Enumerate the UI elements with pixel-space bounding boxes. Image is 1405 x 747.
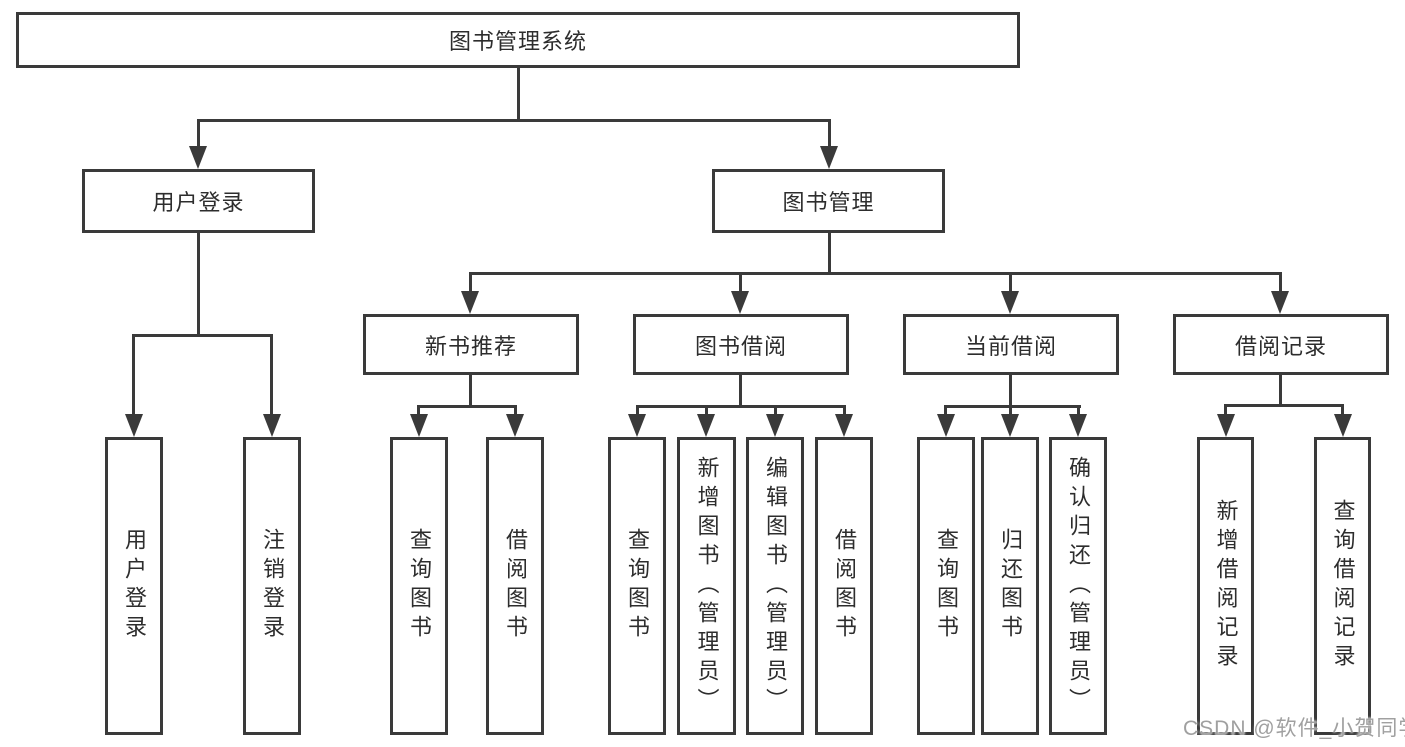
connector-new-book-drop-2 [514, 405, 517, 419]
leaf-add-borrow-record: 新增借阅记录 [1197, 437, 1254, 735]
arrow-to-confirm-return [1069, 414, 1087, 437]
connector-new-book-stem [469, 375, 472, 408]
node-borrow-record: 借阅记录 [1173, 314, 1389, 375]
arrow-to-book-borrow [731, 291, 749, 314]
arrow-to-user-login [189, 146, 207, 169]
connector-book-mgmt-drop-4 [1279, 272, 1282, 296]
leaf-query-borrow-record: 查询借阅记录 [1314, 437, 1371, 735]
leaf-return-books: 归还图书 [981, 437, 1039, 735]
leaf-query-books-borrow-label: 查询图书 [625, 528, 650, 644]
arrow-to-borrow-books-1 [506, 414, 524, 437]
leaf-add-books-admin-label: 新增图书（管理员） [694, 455, 720, 717]
connector-book-borrow-drop-2 [705, 405, 708, 419]
connector-current-borrow-stem [1009, 375, 1012, 408]
arrow-to-borrow-record [1271, 291, 1289, 314]
connector-user-login-stem [197, 233, 200, 337]
leaf-borrow-books: 借阅图书 [815, 437, 873, 735]
connector-borrow-record-drop-1 [1224, 404, 1227, 419]
node-current-borrow: 当前借阅 [903, 314, 1119, 375]
arrow-to-edit-books [766, 414, 784, 437]
leaf-borrow-books-recommend-label: 借阅图书 [503, 528, 528, 644]
connector-book-mgmt-stem [828, 233, 831, 275]
connector-current-borrow-drop-1 [944, 405, 947, 419]
leaf-query-books-borrow: 查询图书 [608, 437, 666, 735]
node-current-borrow-label: 当前借阅 [964, 333, 1057, 359]
leaf-add-borrow-record-label: 新增借阅记录 [1213, 499, 1239, 673]
connector-root-drop-left [197, 119, 200, 151]
leaf-borrow-books-recommend: 借阅图书 [486, 437, 544, 735]
connector-current-borrow-drop-3 [1077, 405, 1080, 419]
leaf-query-books-current: 查询图书 [917, 437, 975, 735]
node-root-library-system: 图书管理系统 [16, 12, 1020, 68]
node-book-borrow: 图书借阅 [633, 314, 849, 375]
leaf-query-books-recommend-label: 查询图书 [407, 528, 432, 644]
connector-book-mgmt-drop-3 [1009, 272, 1012, 296]
arrow-to-leaf-user-login [125, 414, 143, 437]
connector-root-drop-right [828, 119, 831, 151]
connector-borrow-record-hbar [1224, 404, 1344, 407]
arrow-to-query-books-3 [937, 414, 955, 437]
node-user-login: 用户登录 [82, 169, 315, 233]
arrow-to-add-borrow-record [1217, 414, 1235, 437]
node-book-management-label: 图书管理 [782, 190, 875, 215]
leaf-user-login: 用户登录 [105, 437, 163, 735]
arrow-to-leaf-logout [263, 414, 281, 437]
leaf-confirm-return-admin: 确认归还（管理员） [1049, 437, 1107, 735]
connector-user-login-hbar [132, 334, 273, 337]
connector-current-borrow-drop-2 [1009, 405, 1012, 419]
leaf-query-borrow-record-label: 查询借阅记录 [1330, 499, 1356, 673]
connector-root-stem [517, 68, 520, 122]
connector-new-book-drop-1 [417, 405, 420, 419]
csdn-watermark: CSDN @软件_小贺同学 [1183, 717, 1405, 740]
leaf-logout: 注销登录 [243, 437, 301, 735]
connector-book-borrow-drop-3 [774, 405, 777, 419]
arrow-to-new-book-recommend [461, 291, 479, 314]
node-new-book-recommend: 新书推荐 [363, 314, 579, 375]
arrow-to-query-books-2 [628, 414, 646, 437]
leaf-user-login-label: 用户登录 [122, 528, 147, 644]
connector-borrow-record-stem [1279, 375, 1282, 407]
leaf-confirm-return-admin-label: 确认归还（管理员） [1066, 455, 1091, 717]
arrow-to-book-management [820, 146, 838, 169]
leaf-return-books-label: 归还图书 [998, 528, 1023, 644]
node-book-borrow-label: 图书借阅 [694, 333, 787, 359]
node-borrow-record-label: 借阅记录 [1234, 333, 1327, 359]
arrow-to-borrow-books-2 [835, 414, 853, 437]
leaf-query-books-recommend: 查询图书 [390, 437, 448, 735]
leaf-query-books-current-label: 查询图书 [934, 528, 959, 644]
leaf-edit-books-admin: 编辑图书（管理员） [746, 437, 804, 735]
arrow-to-query-books-1 [410, 414, 428, 437]
connector-new-book-hbar [417, 405, 517, 408]
leaf-add-books-admin: 新增图书（管理员） [677, 437, 736, 735]
connector-book-mgmt-drop-1 [469, 272, 472, 296]
connector-user-login-drop-1 [132, 334, 135, 418]
arrow-to-add-books [697, 414, 715, 437]
node-new-book-recommend-label: 新书推荐 [424, 333, 517, 359]
connector-book-borrow-stem [739, 375, 742, 408]
connector-borrow-record-drop-2 [1341, 404, 1344, 419]
connector-book-borrow-hbar [636, 405, 846, 408]
connector-book-mgmt-drop-2 [739, 272, 742, 296]
connector-book-mgmt-hbar [469, 272, 1282, 275]
arrow-to-return-books [1001, 414, 1019, 437]
connector-current-borrow-hbar [944, 405, 1081, 408]
connector-book-borrow-drop-1 [636, 405, 639, 419]
connector-user-login-drop-2 [270, 334, 273, 418]
connector-book-borrow-drop-4 [843, 405, 846, 419]
arrow-to-query-borrow-record [1334, 414, 1352, 437]
leaf-borrow-books-label: 借阅图书 [832, 528, 857, 644]
node-book-management: 图书管理 [712, 169, 945, 233]
node-root-label: 图书管理系统 [448, 29, 587, 54]
leaf-edit-books-admin-label: 编辑图书（管理员） [763, 455, 788, 717]
node-user-login-label: 用户登录 [152, 190, 245, 215]
arrow-to-current-borrow [1001, 291, 1019, 314]
leaf-logout-label: 注销登录 [260, 528, 285, 644]
connector-root-hbar [197, 119, 831, 122]
